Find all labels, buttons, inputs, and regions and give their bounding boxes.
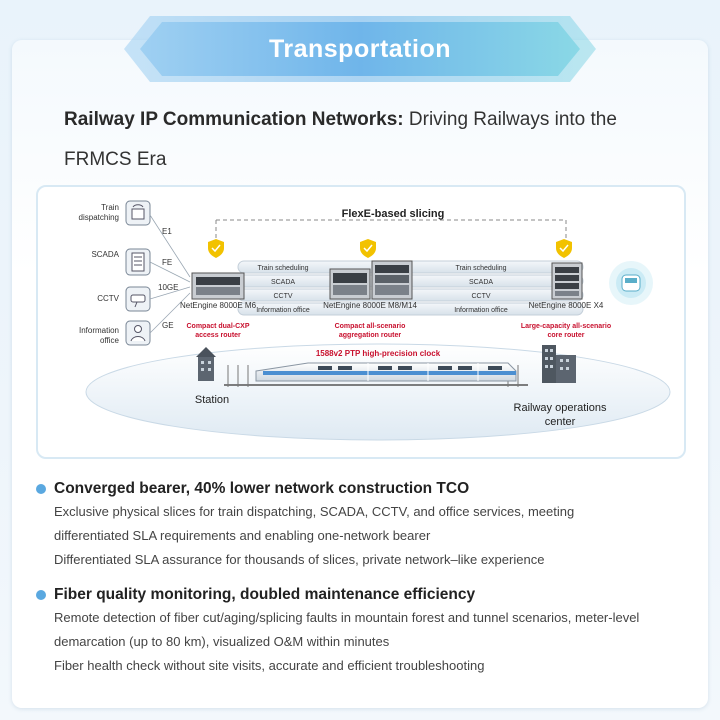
- bullet-line: differentiated SLA requirements and enab…: [54, 528, 431, 543]
- camera-icon: [125, 286, 151, 312]
- bullet-title: Fiber quality monitoring, doubled mainte…: [36, 584, 696, 606]
- slice-label: Train scheduling: [257, 265, 308, 272]
- slice-label: CCTV: [471, 293, 490, 300]
- banner-shape: [124, 16, 596, 82]
- train: [255, 362, 517, 382]
- station-label: Station: [195, 394, 229, 406]
- bullet-section-2: Fiber quality monitoring, doubled mainte…: [36, 584, 696, 678]
- wireless-train-icon: [609, 261, 653, 305]
- bullet-title: Converged bearer, 40% lower network cons…: [36, 478, 696, 500]
- person-icon: [125, 320, 151, 346]
- page-title-strong: Railway IP Communication Networks:: [64, 109, 404, 130]
- router-desc: Large-capacity all-scenario: [521, 323, 611, 330]
- phone-icon: [125, 200, 151, 226]
- router-desc: access router: [195, 332, 241, 339]
- bullet-line: Remote detection of fiber cut/aging/spli…: [54, 610, 640, 625]
- bullet-line: Fiber health check without site visits, …: [54, 658, 485, 673]
- server-icon: [125, 248, 151, 276]
- router-desc: Compact dual-CXP: [186, 323, 249, 330]
- interface-label: 10GE: [158, 283, 178, 292]
- service-label: SCADA: [91, 250, 119, 259]
- slicing-title: FlexE-based slicing: [342, 208, 445, 220]
- station-building-icon: [196, 347, 216, 381]
- router-name: NetEngine 8000E M8/M14: [323, 301, 417, 310]
- service-label: office: [100, 336, 120, 345]
- router-m8-m14: [329, 260, 413, 300]
- slice-label: Information office: [454, 307, 508, 314]
- bullet-title-text: Fiber quality monitoring, doubled mainte…: [54, 586, 476, 603]
- ops-center-label: Railway operations: [514, 402, 607, 414]
- page-title-rest: Driving Railways into the FRMCS Era: [64, 109, 617, 170]
- router-name: NetEngine 8000E M6: [180, 301, 257, 310]
- bullet-section-1: Converged bearer, 40% lower network cons…: [36, 478, 696, 572]
- clock-label: 1588v2 PTP high-precision clock: [316, 349, 441, 358]
- service-label: dispatching: [79, 213, 119, 222]
- service-label: CCTV: [97, 294, 119, 303]
- bullet-line: demarcation (up to 80 km), visualized O&…: [54, 634, 390, 649]
- router-name: NetEngine 8000E X4: [529, 301, 604, 310]
- slice-label: Information office: [256, 307, 310, 314]
- bullet-line: Exclusive physical slices for train disp…: [54, 504, 575, 519]
- service-links: [149, 214, 191, 334]
- router-desc: Compact all-scenario: [335, 323, 406, 330]
- network-diagram-svg: FlexE-based slicing Train scheduling SCA…: [79, 200, 671, 441]
- router-x4: [551, 262, 583, 300]
- banner: Transportation: [122, 12, 598, 86]
- service-label: Train: [101, 203, 119, 212]
- interface-label: E1: [162, 227, 172, 236]
- bullet-line: Differentiated SLA assurance for thousan…: [54, 552, 545, 567]
- router-desc: core router: [548, 332, 585, 339]
- bullet-title-text: Converged bearer, 40% lower network cons…: [54, 480, 470, 497]
- router-m6: [191, 272, 245, 300]
- interface-label: FE: [162, 258, 172, 267]
- interface-label: GE: [162, 321, 174, 330]
- router-desc: aggregation router: [339, 332, 402, 339]
- slice-label: SCADA: [469, 279, 493, 286]
- network-diagram: FlexE-based slicing Train scheduling SCA…: [36, 185, 686, 459]
- banner-title: Transportation: [268, 34, 451, 63]
- ops-center-label: center: [545, 416, 576, 428]
- slice-label: Train scheduling: [455, 265, 506, 272]
- service-label: Information: [79, 326, 119, 335]
- page-title: Railway IP Communication Networks: Drivi…: [64, 100, 684, 180]
- slice-label: CCTV: [273, 293, 292, 300]
- slice-label: SCADA: [271, 279, 295, 286]
- shield-icon: [556, 239, 572, 258]
- bullet-dot-icon: [36, 590, 46, 600]
- ops-center-building-icon: [542, 345, 576, 383]
- bullet-dot-icon: [36, 484, 46, 494]
- shield-icon: [360, 239, 376, 258]
- shield-icon: [208, 239, 224, 258]
- ground-platform: [85, 343, 671, 441]
